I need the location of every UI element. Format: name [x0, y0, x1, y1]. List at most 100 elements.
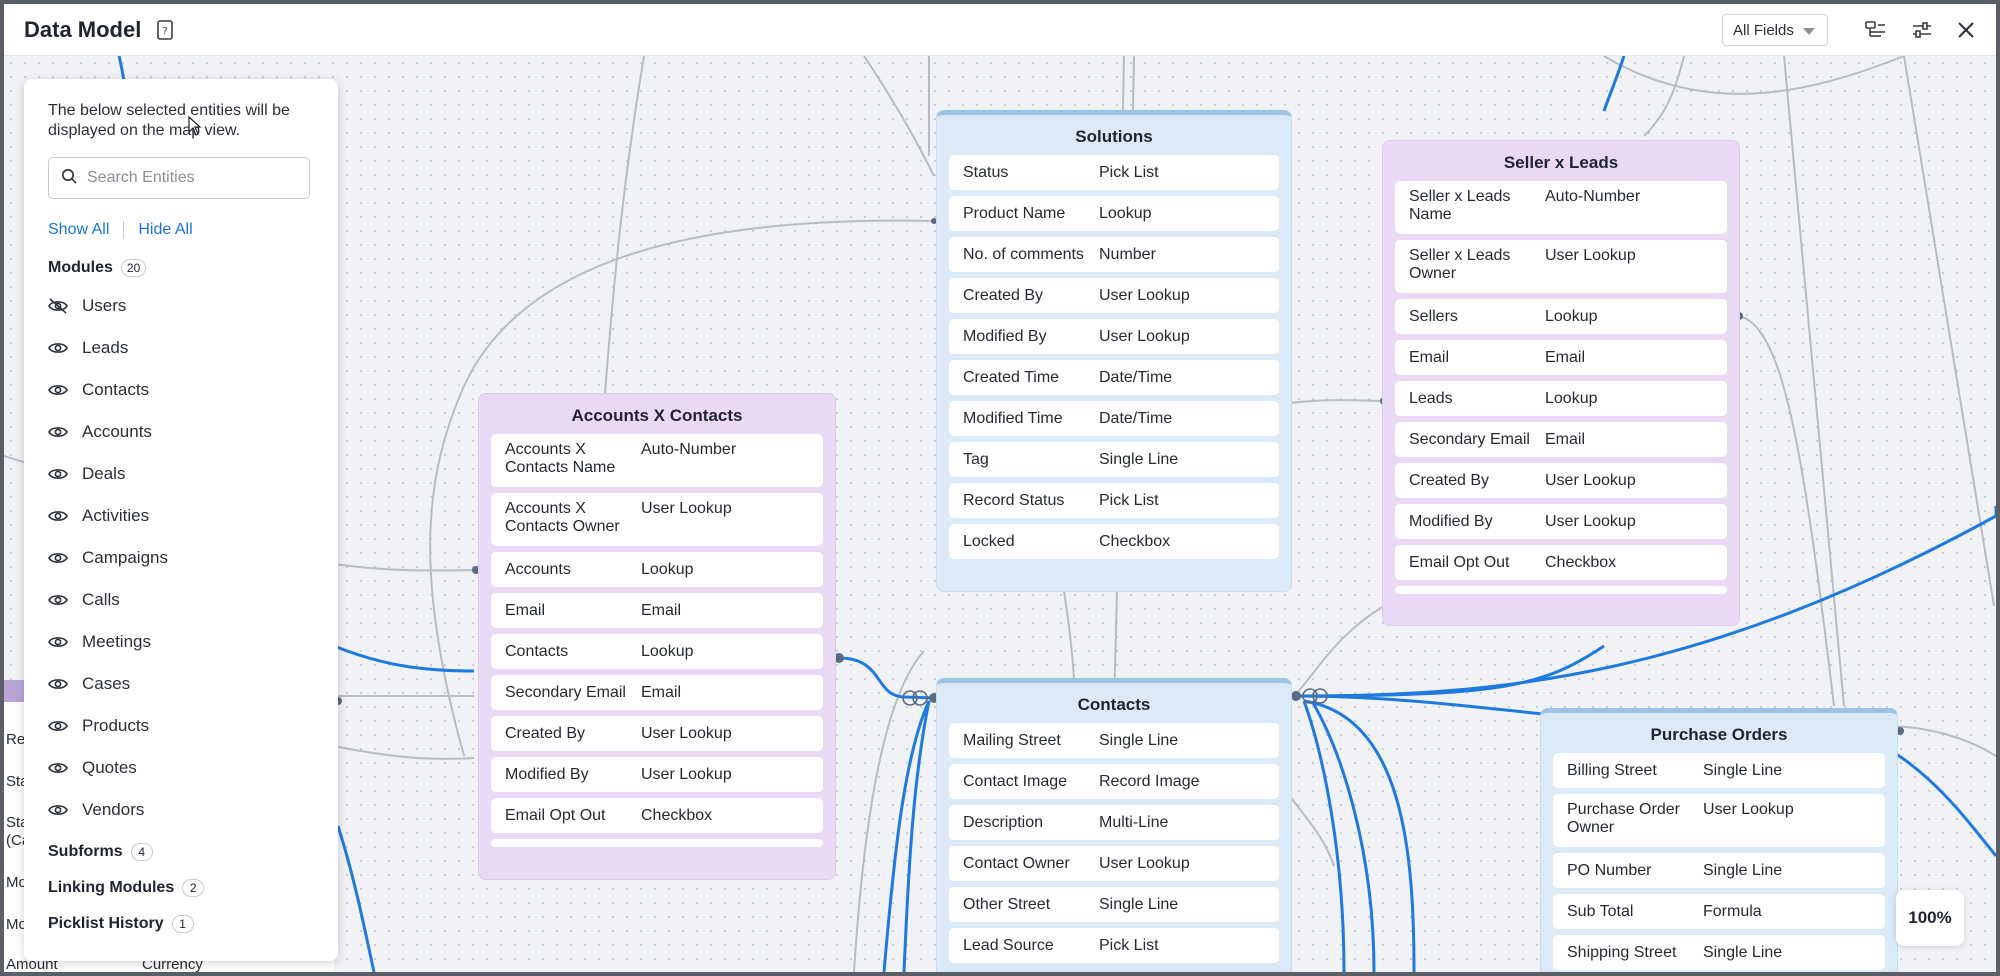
module-item-contacts[interactable]: Contacts	[48, 369, 314, 411]
field-type: Lookup	[1545, 389, 1598, 407]
field-type: User Lookup	[1545, 471, 1636, 489]
eye-icon[interactable]	[48, 551, 68, 565]
module-item-deals[interactable]: Deals	[48, 453, 314, 495]
fields-filter-select[interactable]: All Fields	[1722, 14, 1828, 46]
zoom-level-button[interactable]: 100%	[1896, 890, 1964, 946]
module-item-quotes[interactable]: Quotes	[48, 747, 314, 789]
module-item-campaigns[interactable]: Campaigns	[48, 537, 314, 579]
field-row-partial	[491, 839, 823, 847]
eye-icon[interactable]	[48, 509, 68, 523]
show-all-link[interactable]: Show All	[48, 221, 110, 238]
field-type: Single Line	[1703, 943, 1783, 961]
eye-icon[interactable]	[48, 635, 68, 649]
eye-icon[interactable]	[48, 719, 68, 733]
module-item-leads[interactable]: Leads	[48, 327, 314, 369]
field-name: Seller x Leads Owner	[1409, 247, 1511, 282]
linking-modules-group-header[interactable]: Linking Modules 2	[48, 879, 314, 897]
module-item-calls[interactable]: Calls	[48, 579, 314, 621]
hide-all-link[interactable]: Hide All	[138, 221, 193, 238]
entity-accounts-x-contacts[interactable]: Accounts X Contacts Accounts X Contacts …	[478, 393, 836, 880]
field-name: Created By	[963, 286, 1044, 304]
eye-icon[interactable]	[48, 383, 68, 397]
eye-icon[interactable]	[48, 467, 68, 481]
module-label: Cases	[82, 674, 131, 693]
module-item-activities[interactable]: Activities	[48, 495, 314, 537]
subforms-label: Subforms	[48, 843, 123, 860]
module-item-vendors[interactable]: Vendors	[48, 789, 314, 831]
module-item-accounts[interactable]: Accounts	[48, 411, 314, 453]
settings-sliders-icon[interactable]	[1908, 16, 1936, 44]
search-entities-field[interactable]	[48, 157, 310, 199]
subforms-group-header[interactable]: Subforms 4	[48, 843, 314, 861]
close-icon[interactable]	[1952, 16, 1980, 44]
search-input[interactable]	[87, 169, 287, 187]
entity-partial-header	[4, 680, 28, 702]
help-doc-icon[interactable]: ?	[155, 19, 175, 41]
eye-off-icon[interactable]	[48, 298, 68, 314]
module-item-users[interactable]: Users	[48, 285, 314, 327]
picklist-history-group-header[interactable]: Picklist History 1	[48, 915, 314, 933]
layout-tree-icon[interactable]	[1862, 16, 1890, 44]
picklist-history-count-badge: 1	[171, 915, 194, 933]
eye-icon[interactable]	[48, 341, 68, 355]
modules-group-header[interactable]: Modules 20	[48, 259, 314, 277]
eye-icon[interactable]	[48, 761, 68, 775]
field-type: Checkbox	[641, 806, 713, 824]
module-label: Quotes	[82, 758, 137, 777]
field-name: Lead Source	[963, 936, 1054, 954]
field-type: Single Line	[1099, 895, 1179, 913]
zoom-level-value: 100%	[1908, 908, 1952, 927]
module-item-products[interactable]: Products	[48, 705, 314, 747]
module-item-cases[interactable]: Cases	[48, 663, 314, 705]
eye-icon[interactable]	[48, 593, 68, 607]
eye-icon[interactable]	[48, 803, 68, 817]
eye-icon[interactable]	[48, 425, 68, 439]
module-item-meetings[interactable]: Meetings	[48, 621, 314, 663]
eye-icon[interactable]	[48, 677, 68, 691]
